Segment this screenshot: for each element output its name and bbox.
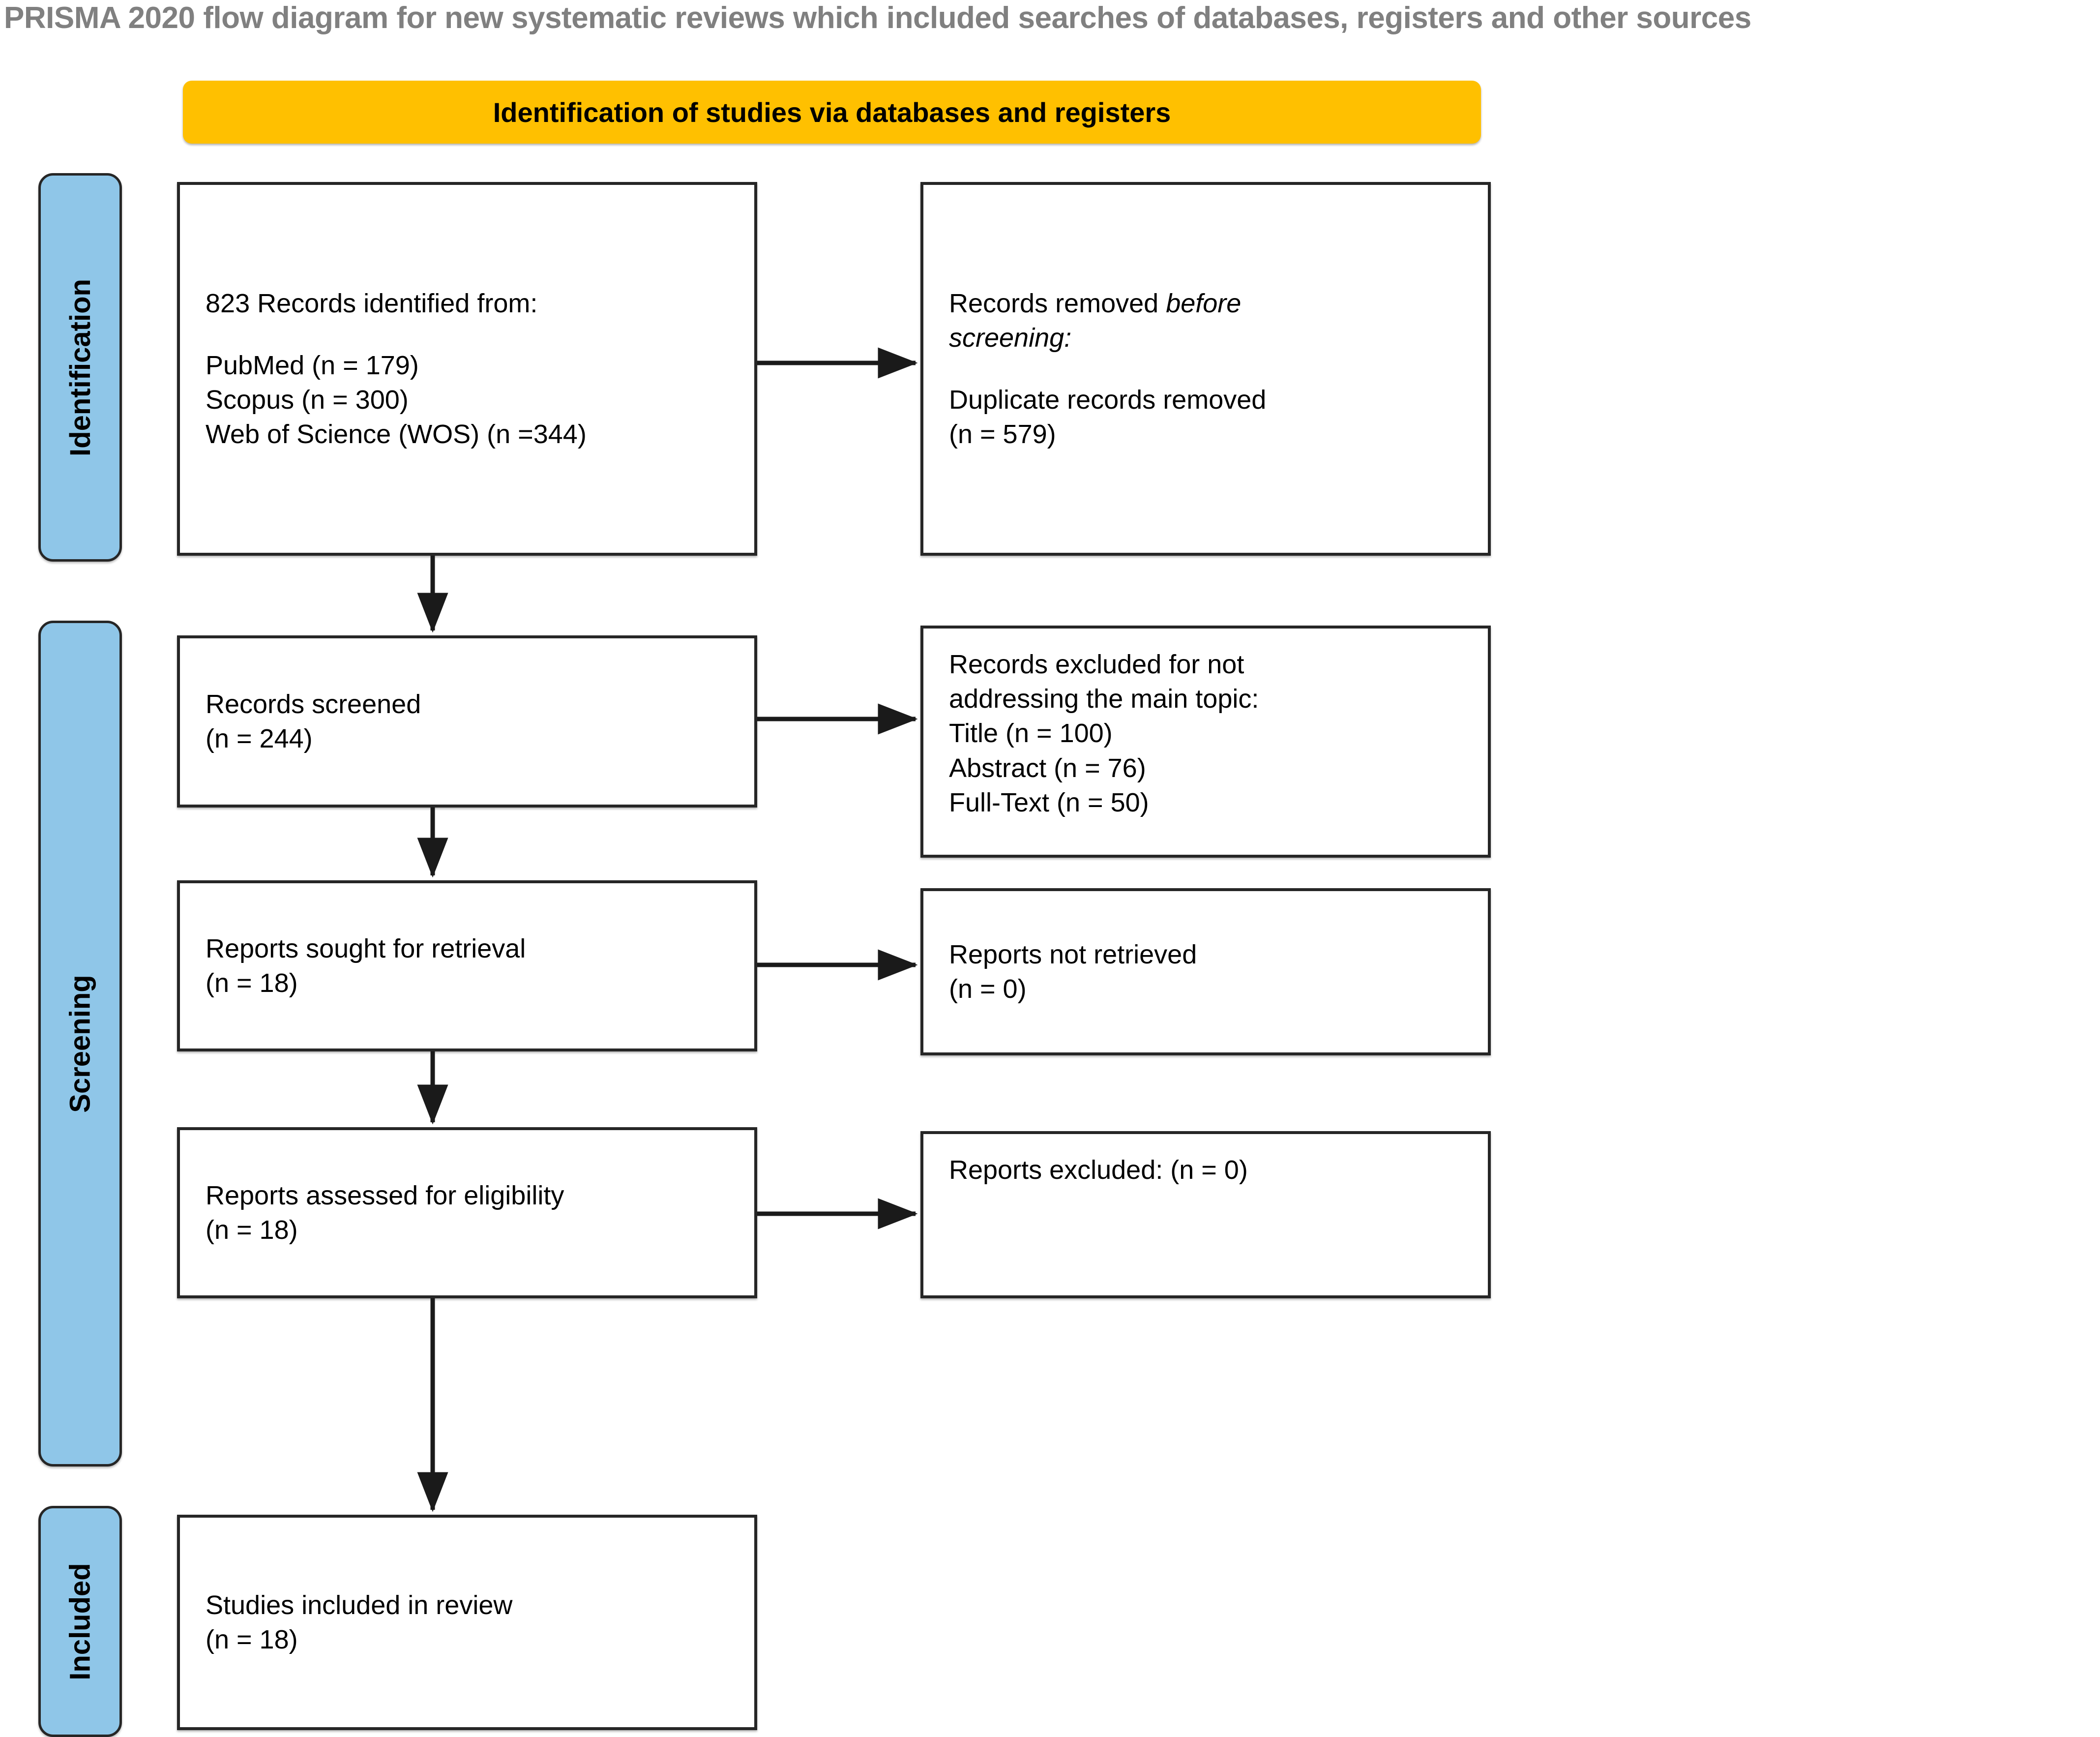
box-records-excluded-topic: Records excluded for not addressing the … (920, 626, 1491, 858)
records-excluded-title-count: Title (n = 100) (949, 719, 1113, 749)
studies-included-label: Studies included in review (206, 1590, 513, 1620)
records-removed-heading-line1: Records removed before (949, 286, 1462, 321)
records-removed-heading-prefix: Records removed (949, 288, 1166, 318)
duplicate-records-removed-label: Duplicate records removed (949, 385, 1267, 415)
records-identified-scopus: Scopus (n = 300) (206, 385, 409, 415)
phase-rail-identification-label: Identification (64, 278, 96, 456)
records-excluded-abstract-count: Abstract (n = 76) (949, 753, 1146, 783)
reports-not-retrieved-count: (n = 0) (949, 974, 1027, 1004)
records-removed-heading-emphasis: before (1166, 288, 1242, 318)
box-records-removed-before-screening: Records removed before screening: Duplic… (920, 182, 1491, 556)
phase-rail-included-label: Included (64, 1562, 96, 1680)
records-identified-heading: 823 Records identified from: (206, 288, 538, 318)
records-removed-heading-line2: screening: (949, 323, 1072, 353)
page-title: PRISMA 2020 flow diagram for new systema… (4, 1, 1751, 35)
box-studies-included: Studies included in review (n = 18) (177, 1515, 757, 1730)
reports-sought-count: (n = 18) (206, 968, 298, 998)
records-screened-count: (n = 244) (206, 724, 313, 753)
reports-assessed-label: Reports assessed for eligibility (206, 1180, 564, 1210)
stage-banner: Identification of studies via databases … (183, 81, 1481, 144)
records-excluded-heading-line1: Records excluded for not (949, 650, 1244, 679)
box-reports-sought: Reports sought for retrieval (n = 18) (177, 880, 757, 1051)
stage-banner-label: Identification of studies via databases … (493, 96, 1171, 128)
box-reports-excluded: Reports excluded: (n = 0) (920, 1131, 1491, 1298)
records-screened-label: Records screened (206, 689, 421, 719)
records-excluded-fulltext-count: Full-Text (n = 50) (949, 787, 1149, 817)
box-reports-assessed: Reports assessed for eligibility (n = 18… (177, 1127, 757, 1298)
reports-excluded-label: Reports excluded: (n = 0) (949, 1155, 1248, 1185)
reports-sought-label: Reports sought for retrieval (206, 933, 526, 963)
phase-rail-identification: Identification (38, 173, 122, 562)
box-reports-not-retrieved: Reports not retrieved (n = 0) (920, 888, 1491, 1055)
box-records-identified: 823 Records identified from: PubMed (n =… (177, 182, 757, 556)
phase-rail-screening-label: Screening (64, 974, 96, 1113)
reports-assessed-count: (n = 18) (206, 1215, 298, 1245)
duplicate-records-removed-count: (n = 579) (949, 419, 1056, 449)
reports-not-retrieved-label: Reports not retrieved (949, 939, 1197, 969)
records-identified-pubmed: PubMed (n = 179) (206, 350, 419, 380)
box-records-screened: Records screened (n = 244) (177, 635, 757, 808)
phase-rail-included: Included (38, 1506, 122, 1737)
phase-rail-screening: Screening (38, 621, 122, 1467)
records-identified-wos: Web of Science (WOS) (n =344) (206, 419, 587, 449)
studies-included-count: (n = 18) (206, 1625, 298, 1654)
records-excluded-heading-line2: addressing the main topic: (949, 684, 1259, 714)
